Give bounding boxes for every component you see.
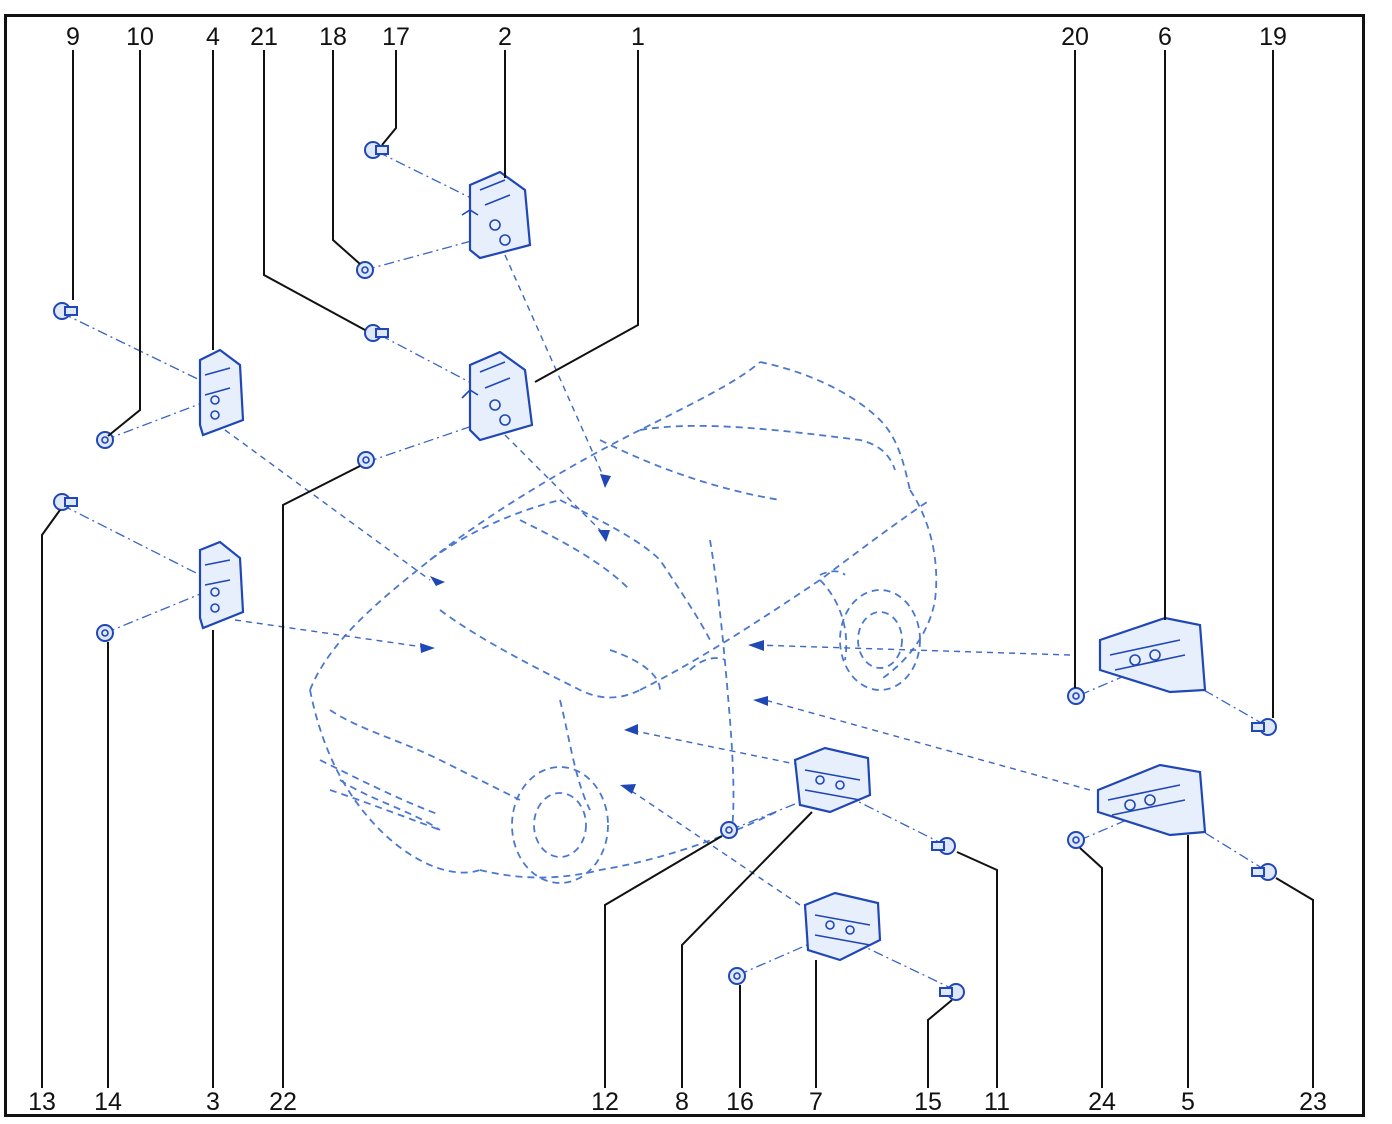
nut-20 xyxy=(1067,687,1085,705)
hinge-8 xyxy=(793,746,872,814)
hinge-2 xyxy=(461,170,532,260)
nut-24 xyxy=(1067,831,1085,849)
label-1: 1 xyxy=(631,23,645,51)
bolt-15 xyxy=(939,983,965,1001)
nut-16 xyxy=(728,967,746,985)
attachment-arrowheads xyxy=(420,474,768,794)
hinge-1 xyxy=(461,350,534,442)
label-18: 18 xyxy=(319,23,347,51)
label-23: 23 xyxy=(1299,1088,1327,1116)
bolt-17 xyxy=(364,141,389,159)
label-16: 16 xyxy=(726,1088,754,1116)
label-21: 21 xyxy=(250,23,278,51)
label-3: 3 xyxy=(206,1088,220,1116)
label-14: 14 xyxy=(94,1088,122,1116)
nut-22 xyxy=(357,451,375,469)
label-11: 11 xyxy=(984,1088,1010,1116)
top-labels: 9 10 4 21 18 17 2 1 20 6 19 xyxy=(66,23,1287,51)
hinge-5 xyxy=(1096,763,1207,837)
hinge-4 xyxy=(198,348,245,437)
label-2: 2 xyxy=(498,23,512,51)
label-4: 4 xyxy=(206,23,220,51)
label-9: 9 xyxy=(66,23,80,51)
bolt-13 xyxy=(53,493,78,511)
bolt-23 xyxy=(1251,863,1277,881)
nut-12 xyxy=(720,821,738,839)
diagram-frame xyxy=(4,14,1365,1117)
nut-14 xyxy=(96,624,114,642)
label-13: 13 xyxy=(28,1088,56,1116)
nut-18 xyxy=(356,261,374,279)
bolt-11 xyxy=(931,837,956,855)
label-7: 7 xyxy=(809,1088,823,1116)
label-20: 20 xyxy=(1061,23,1089,51)
label-15: 15 xyxy=(914,1088,942,1116)
label-5: 5 xyxy=(1181,1088,1195,1116)
label-8: 8 xyxy=(675,1088,689,1116)
attachment-lines xyxy=(61,151,1266,991)
bolt-9 xyxy=(53,302,78,320)
label-10: 10 xyxy=(126,23,154,51)
label-22: 22 xyxy=(269,1088,297,1116)
hinge-3 xyxy=(198,540,245,630)
bolt-19 xyxy=(1251,718,1277,736)
vehicle-outline xyxy=(309,361,938,884)
hinge-6 xyxy=(1098,616,1207,694)
label-6: 6 xyxy=(1158,23,1172,51)
label-12: 12 xyxy=(591,1088,619,1116)
label-19: 19 xyxy=(1259,23,1287,51)
bottom-labels: 13 14 3 22 12 8 16 7 15 11 24 5 23 xyxy=(28,1088,1327,1116)
label-24: 24 xyxy=(1088,1088,1116,1116)
fasteners xyxy=(53,141,1277,1001)
hinge-7 xyxy=(803,891,882,962)
label-17: 17 xyxy=(382,23,410,51)
leader-lines xyxy=(41,50,1314,1088)
bolt-21 xyxy=(364,324,389,342)
